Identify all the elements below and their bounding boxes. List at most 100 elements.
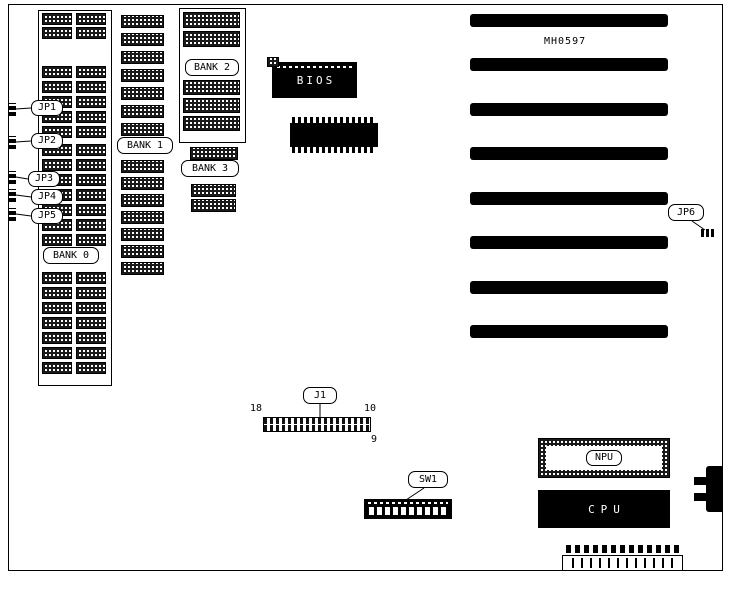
cpu-label: CPU [588, 502, 626, 516]
jp2-callout: JP2 [31, 133, 63, 149]
pin-header-connector [562, 555, 683, 571]
memory-chip [121, 87, 164, 100]
memory-chip [76, 189, 106, 201]
memory-chip [76, 96, 106, 108]
memory-chip [190, 147, 238, 160]
bank1-callout: BANK 1 [117, 137, 173, 154]
keyboard-connector-pin [694, 493, 706, 501]
memory-chip [121, 33, 164, 46]
memory-chip [42, 159, 72, 171]
bank3-callout: BANK 3 [181, 160, 239, 177]
jp1-callout: JP1 [31, 100, 63, 116]
npu-socket: NPU [538, 438, 670, 478]
memory-chip [76, 174, 106, 186]
memory-chip [42, 13, 72, 25]
bios-chip: BIOS [272, 62, 357, 98]
expansion-slot [470, 192, 668, 205]
bank2-outline [179, 8, 246, 143]
bank2-callout: BANK 2 [185, 59, 239, 76]
memory-chip [42, 234, 72, 246]
memory-chip [76, 317, 106, 329]
memory-chip [183, 116, 240, 131]
expansion-slot [470, 236, 668, 249]
ic-pins-bottom [292, 146, 376, 153]
memory-chip [267, 57, 279, 67]
memory-chip [76, 302, 106, 314]
memory-chip [121, 105, 164, 118]
memory-chip [76, 159, 106, 171]
sw1-dip-switch [364, 499, 452, 519]
expansion-slot [470, 14, 668, 27]
npu-socket-inner: NPU [546, 446, 662, 470]
memory-chip [76, 347, 106, 359]
memory-chip [183, 12, 240, 28]
j1-connector [263, 417, 371, 432]
keyboard-connector-pin [694, 477, 706, 485]
expansion-slot [470, 58, 668, 71]
ic-pins-top [292, 117, 376, 124]
memory-chip [121, 194, 164, 207]
jp5-callout: JP5 [31, 208, 63, 224]
memory-chip [121, 211, 164, 224]
memory-chip [121, 69, 164, 82]
memory-chip [183, 98, 240, 113]
memory-chip [121, 245, 164, 258]
expansion-slot [470, 325, 668, 338]
memory-chip [42, 287, 72, 299]
jp3-callout: JP3 [28, 171, 60, 187]
sw1-callout: SW1 [408, 471, 448, 488]
model-number: MH0597 [544, 36, 587, 47]
ic-body [290, 123, 378, 147]
sw1-notch-line [368, 502, 448, 504]
bios-notch-line [277, 66, 352, 68]
memory-chip [121, 15, 164, 28]
cpu-chip: CPU [538, 490, 670, 528]
memory-chip [76, 219, 106, 231]
memory-chip [183, 80, 240, 95]
diagram-border [8, 4, 723, 571]
bios-label: BIOS [296, 73, 336, 87]
bank0-callout: BANK 0 [43, 247, 99, 264]
memory-chip [76, 287, 106, 299]
expansion-slot [470, 147, 668, 160]
jp4-callout: JP4 [31, 189, 63, 205]
memory-chip [42, 302, 72, 314]
memory-chip [191, 184, 236, 197]
jp6-jumper-block [701, 229, 714, 237]
memory-chip [76, 332, 106, 344]
expansion-slot [470, 281, 668, 294]
memory-chip [76, 81, 106, 93]
memory-chip [121, 262, 164, 275]
memory-chip [42, 362, 72, 374]
memory-chip [42, 347, 72, 359]
memory-chip [42, 81, 72, 93]
memory-chip [76, 144, 106, 156]
memory-chip [42, 66, 72, 78]
expansion-slot [470, 103, 668, 116]
memory-chip [42, 272, 72, 284]
memory-chip [121, 177, 164, 190]
memory-chip [76, 13, 106, 25]
memory-chip [121, 228, 164, 241]
jumper-block [8, 171, 16, 184]
memory-chip [191, 199, 236, 212]
sw1-toggles [369, 507, 447, 515]
memory-chip [42, 332, 72, 344]
keyboard-connector [706, 466, 722, 512]
jumper-block [8, 103, 16, 116]
memory-chip [76, 126, 106, 138]
dip-ic [290, 117, 378, 153]
memory-chip [76, 362, 106, 374]
memory-chip [183, 31, 240, 47]
memory-chip [121, 123, 164, 136]
jp6-callout: JP6 [668, 204, 704, 221]
memory-chip [42, 317, 72, 329]
memory-chip [76, 204, 106, 216]
memory-chip [76, 111, 106, 123]
jumper-block [8, 136, 16, 149]
jumper-block [8, 208, 16, 221]
memory-chip [121, 51, 164, 64]
jumper-block [8, 189, 16, 202]
j1-pin-number-18: 18 [250, 403, 263, 414]
